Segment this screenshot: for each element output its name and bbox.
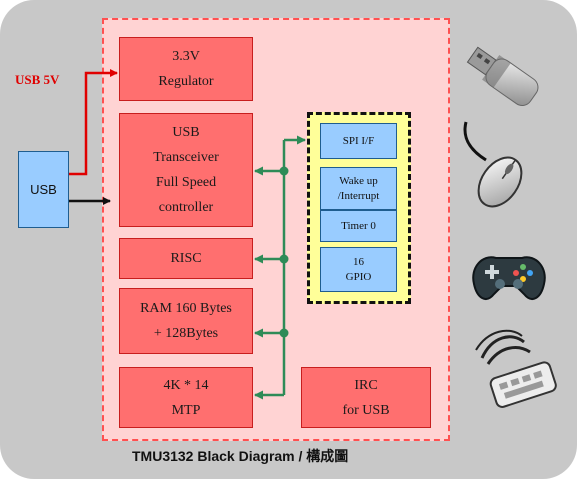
bus-node (279, 166, 289, 176)
usb-flash-drive-icon (466, 46, 539, 107)
gpio-label: 16 GPIO (345, 255, 372, 283)
usb-transceiver-block: USB Transceiver Full Speed controller (119, 113, 253, 227)
wakeup-block: Wake up /Interrupt (320, 167, 397, 210)
mtp-block: 4K * 14 MTP (119, 367, 253, 428)
diagram-caption: TMU3132 Black Diagram / 構成圖 (132, 448, 349, 464)
wakeup-label: Wake up /Interrupt (337, 174, 380, 202)
usb-transceiver-label: USB Transceiver Full Speed controller (153, 125, 219, 215)
mtp-label: 4K * 14 MTP (163, 377, 209, 418)
usb-host-block: USB (18, 151, 69, 228)
usb-host-label: USB (30, 182, 57, 197)
regulator-block: 3.3V Regulator (119, 37, 253, 101)
spi-label: SPI I/F (342, 134, 375, 147)
ram-block: RAM 160 Bytes + 128Bytes (119, 288, 253, 354)
power-line (69, 69, 118, 176)
risc-block: RISC (119, 238, 253, 279)
regulator-label: 3.3V Regulator (158, 49, 214, 89)
ram-label: RAM 160 Bytes + 128Bytes (140, 301, 232, 341)
gamepad-icon (472, 256, 546, 300)
bus-node (279, 254, 289, 264)
spi-block: SPI I/F (320, 123, 397, 159)
timer-block: Timer 0 (320, 210, 397, 242)
usb-power-label: USB 5V (15, 72, 60, 87)
irc-block: IRC for USB (301, 367, 431, 428)
keyboard-device-icon (475, 329, 557, 408)
risc-label: RISC (170, 251, 202, 266)
timer-label: Timer 0 (341, 219, 376, 232)
mouse-icon (463, 121, 523, 208)
gpio-block: 16 GPIO (320, 247, 397, 292)
irc-label: IRC for USB (342, 377, 390, 418)
bus-node (279, 328, 289, 338)
